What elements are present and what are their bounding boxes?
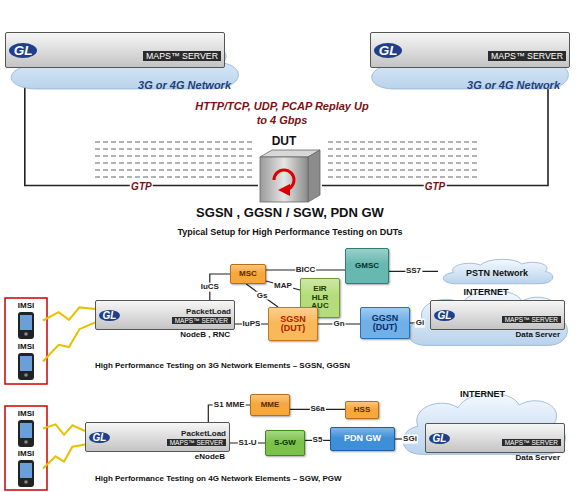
server-name: MAPS™ SERVER [143, 51, 221, 61]
server-caption: Data Server [516, 453, 560, 462]
interface-label: GTP [130, 180, 153, 191]
network-element-box: GGSN (DUT) [360, 307, 410, 339]
phone-node: IMSI [9, 409, 43, 448]
cloud-label: INTERNET [464, 287, 509, 297]
interface-label: MAP [273, 281, 293, 290]
product-name: PacketLoad [181, 429, 226, 438]
interface-label: GTP [424, 180, 447, 191]
network-element-box: GMSC [345, 248, 389, 284]
phone-label: IMSI [9, 342, 43, 351]
network-element-box: HSS [345, 401, 379, 419]
interface-line [266, 281, 300, 290]
server-node: GLPacketLoadMAPS™ SERVEReNodeB [85, 422, 230, 452]
radio-link [43, 307, 95, 320]
phone-node: IMSI [9, 301, 43, 340]
server-panel: PacketLoadMAPS™ SERVER [120, 307, 234, 324]
logo-text: GL [434, 310, 455, 321]
dut-list: SGSN , GGSN / SGW, PDN GW [140, 205, 440, 221]
cloud-node: PSTN Network [438, 256, 556, 288]
cloud-label: INTERNET [460, 389, 505, 399]
cloud-label: 3G or 4G Network [138, 79, 231, 91]
server-name: MAPS™ SERVER [488, 51, 566, 61]
cloud-node: INTERNET GLPacketLoadMAPS™ SERVERData Ser… [400, 283, 572, 355]
radio-link [43, 445, 85, 469]
server-node: GLPacketLoadMAPS™ SERVER [370, 32, 570, 68]
cloud-label: 3G or 4G Network [467, 79, 560, 91]
server-name: MAPS™ SERVER [502, 439, 561, 446]
radio-link [43, 424, 85, 435]
cloud-node: 3G or 4G Network GLPacketLoadMAPS™ SERVER [362, 30, 574, 98]
interface-label: S1 MME [213, 401, 246, 410]
server-caption: NodeB , RNC [180, 330, 230, 339]
interface-label: SGi [402, 435, 418, 444]
network-element-box: SGSN (DUT) [268, 307, 318, 341]
server-caption: eNodeB [195, 452, 225, 461]
network-element-box-label: GGSN (DUT) [361, 314, 409, 333]
logo-text: GL [99, 310, 120, 321]
dut-node: DUT [258, 133, 322, 203]
caption-text: Typical Setup for High Performance Testi… [110, 227, 470, 238]
interface-label: Gs [256, 291, 269, 300]
phone-label: IMSI [9, 301, 43, 310]
caption-text: High Performance Testing on 4G Network E… [95, 474, 415, 484]
interface-label: Gi [415, 319, 425, 328]
interface-label: IuPS [242, 320, 262, 329]
network-element-box: S-GW [265, 430, 305, 456]
server-name: MAPS™ SERVER [172, 317, 231, 324]
phone-label: IMSI [9, 409, 43, 418]
server-name: MAPS™ SERVER [502, 316, 561, 323]
interface-label: IuCS [200, 283, 220, 292]
server-panel: PacketLoadMAPS™ SERVER [110, 429, 229, 446]
network-element-box-label: HSS [354, 406, 370, 414]
cloud-node: 3G or 4G Network GLPacketLoadMAPS™ SERVER [0, 30, 245, 98]
interface-label: S5 [312, 436, 324, 445]
network-element-box: MSC [230, 264, 266, 284]
phone-node: IMSI [9, 449, 43, 488]
interface-label: S6a [309, 405, 325, 414]
server-node: GLPacketLoadMAPS™ SERVERNodeB , RNC [95, 300, 235, 330]
interface-label: Gn [332, 320, 345, 329]
network-element-box-label: S-GW [274, 439, 296, 447]
interface-label: BICC [295, 266, 317, 275]
logo-text: GL [9, 43, 37, 58]
network-element-box: PDN GW [330, 427, 395, 451]
phone-label: IMSI [9, 449, 43, 458]
server-node: GLPacketLoadMAPS™ SERVER [5, 32, 225, 68]
interface-label: SS7 [405, 267, 422, 276]
server-caption: Data Server [516, 330, 560, 339]
logo-text: GL [374, 43, 402, 58]
network-element-box-label: MME [261, 401, 280, 409]
traffic-note: HTTP/TCP, UDP, PCAP Replay Up to 4 Gbps [192, 100, 372, 128]
cloud-label: PSTN Network [466, 268, 528, 278]
dut-label: DUT [258, 134, 310, 148]
product-name: PacketLoad [186, 307, 231, 316]
server-name: MAPS™ SERVER [167, 439, 226, 446]
caption-text: High Performance Testing on 3G Network E… [95, 361, 415, 371]
interface-label: S1-U [237, 439, 257, 448]
network-element-box-label: MSC [239, 270, 257, 278]
phone-node: IMSI [9, 342, 43, 381]
logo-text: GL [429, 433, 450, 444]
server-node: GLPacketLoadMAPS™ SERVERData Server [425, 423, 565, 453]
server-node: GLPacketLoadMAPS™ SERVERData Server [430, 300, 565, 330]
radio-link [43, 323, 95, 362]
network-element-box-label: PDN GW [344, 434, 381, 443]
network-element-box-label: GMSC [355, 262, 379, 270]
network-element-box-label: SGSN (DUT) [269, 315, 317, 334]
cloud-node: INTERNET GLPacketLoadMAPS™ SERVERData Ser… [395, 385, 570, 465]
logo-text: GL [89, 432, 110, 443]
network-element-box: MME [250, 394, 290, 416]
